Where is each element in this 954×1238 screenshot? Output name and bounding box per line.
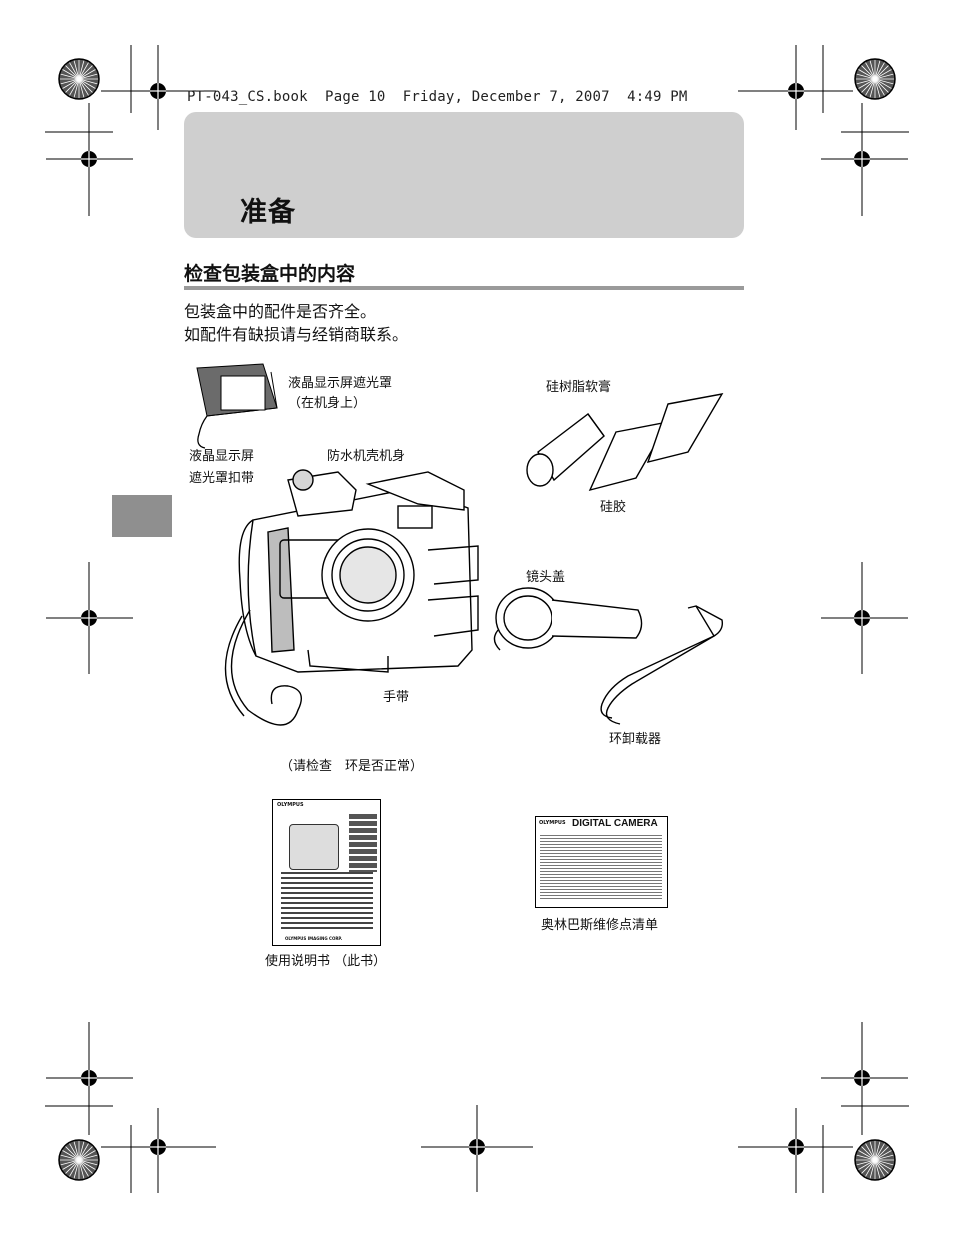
instruction-manual-label: 使用说明书 （此书） — [265, 954, 387, 969]
silicone-label: 硅胶 — [600, 500, 627, 515]
lcd-hood-label: 液晶显示屏遮光罩 — [288, 376, 393, 391]
section-title: 检查包装盒中的内容 — [184, 263, 356, 285]
intro-line-1: 包装盒中的配件是否齐全。 — [184, 302, 377, 321]
intro-line-2: 如配件有缺损请与经销商联系。 — [184, 325, 409, 344]
housing-body-label: 防水机壳机身 — [327, 449, 406, 464]
silicone-grease-illustration — [526, 393, 724, 492]
lcd-hood-note: （在机身上） — [288, 396, 367, 411]
chapter-banner — [184, 112, 744, 238]
chapter-side-tab — [112, 495, 172, 537]
service-list-label: 奥林巴斯维修点清单 — [541, 918, 659, 933]
section-divider — [184, 286, 744, 290]
instruction-manual-cover: OLYMPUS OLYMPUS IMAGING CORP. — [272, 799, 381, 946]
card-title: DIGITAL CAMERA — [572, 818, 658, 829]
service-list-card: OLYMPUS DIGITAL CAMERA — [535, 816, 668, 908]
o-ring-check-note: （请检查 环是否正常） — [280, 759, 424, 774]
hood-strap-label-line1: 液晶显示屏 — [189, 449, 255, 464]
card-brand: OLYMPUS — [539, 820, 566, 826]
silicone-grease-label: 硅树脂软膏 — [546, 380, 612, 395]
book-header-line: PT-043_CS.book Page 10 Friday, December … — [187, 89, 688, 105]
hood-strap-label-line2: 遮光罩扣带 — [189, 471, 255, 486]
ring-remover-label: 环卸载器 — [609, 732, 662, 747]
ring-remover-illustration — [600, 605, 724, 725]
lens-cap-illustration — [493, 587, 643, 651]
hand-strap-label: 手带 — [383, 690, 410, 705]
waterproof-housing-illustration — [224, 469, 479, 726]
lcd-hood-illustration — [196, 363, 278, 449]
chapter-title: 准备 — [240, 197, 296, 228]
manual-footer: OLYMPUS IMAGING CORP. — [285, 936, 343, 941]
manual-brand: OLYMPUS — [277, 802, 304, 808]
lens-cap-label: 镜头盖 — [526, 570, 566, 585]
